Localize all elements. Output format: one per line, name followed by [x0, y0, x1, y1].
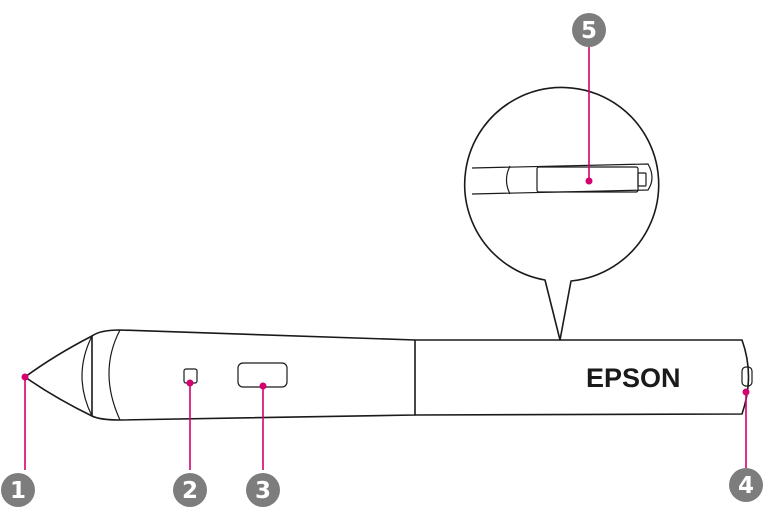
- callout-3-badge: [246, 473, 280, 507]
- callout-1-badge: [1, 473, 35, 507]
- brand-logo-text: EPSON: [586, 363, 681, 393]
- callout-1: 1: [1, 473, 35, 507]
- inset-pen-back: [471, 163, 653, 195]
- strap-hole: [741, 366, 753, 387]
- battery-cover-tab: [637, 172, 647, 187]
- callout-badges: 1 2 3 4 5: [1, 13, 763, 507]
- leader-1-dot: [21, 373, 29, 381]
- magnified-inset: [463, 86, 660, 341]
- callout-3: 3: [246, 473, 280, 507]
- callout-5-badge: [572, 13, 606, 47]
- pen-body: EPSON: [24, 329, 753, 421]
- callout-2-number: 2: [182, 478, 198, 504]
- callout-4: 4: [729, 468, 763, 502]
- pen-rear-section: [414, 339, 750, 416]
- leader-lines: [21, 46, 750, 470]
- pen-tip: [24, 335, 93, 417]
- callout-5: 5: [572, 13, 606, 47]
- inset-pen-seam: [505, 165, 511, 195]
- leader-4-dot: [742, 388, 750, 396]
- callout-4-number: 4: [738, 473, 754, 499]
- leader-5-dot: [585, 177, 593, 185]
- callout-3-number: 3: [255, 478, 271, 504]
- inset-bubble: [463, 86, 660, 341]
- callout-1-number: 1: [10, 478, 26, 504]
- callout-5-number: 5: [581, 18, 597, 44]
- leader-3-dot: [259, 382, 267, 390]
- pen-front-section: [91, 329, 416, 421]
- callout-4-badge: [729, 468, 763, 502]
- pen-grip-ridge: [108, 329, 121, 421]
- callout-2-badge: [173, 473, 207, 507]
- callout-2: 2: [173, 473, 207, 507]
- leader-2-dot: [186, 379, 194, 387]
- pen-tip-ridge: [81, 335, 93, 417]
